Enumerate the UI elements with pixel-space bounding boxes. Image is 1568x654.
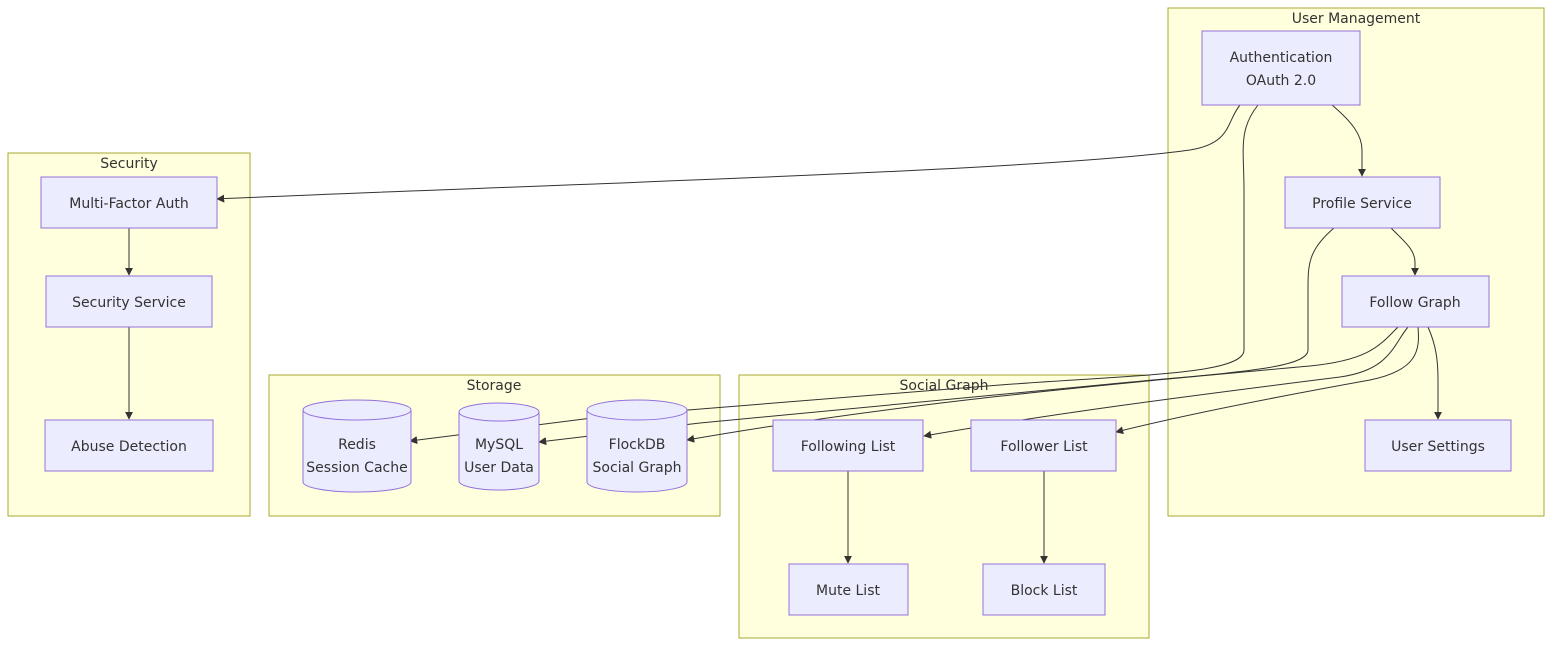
cluster-title-social-graph: Social Graph — [900, 378, 989, 394]
node-security-service-label: Security Service — [72, 295, 186, 311]
node-mute-list[interactable]: Mute List — [788, 563, 909, 616]
node-redis-line1: Redis — [338, 437, 376, 453]
node-follower-list[interactable]: Follower List — [970, 419, 1117, 472]
edge-follow-to-flockdb — [686, 326, 1399, 443]
node-flockdb-line1: FlockDB — [609, 437, 666, 453]
node-flockdb-line2: Social Graph — [593, 460, 682, 476]
node-multi-factor-auth[interactable]: Multi-Factor Auth — [40, 176, 218, 229]
node-profile-service-label: Profile Service — [1312, 196, 1412, 212]
node-authentication-line2: OAuth 2.0 — [1246, 73, 1316, 89]
node-authentication-line1: Authentication — [1230, 50, 1333, 66]
edge-profile-to-follow — [1390, 227, 1419, 276]
node-authentication[interactable]: Authentication OAuth 2.0 — [1201, 30, 1361, 106]
node-mute-list-label: Mute List — [816, 583, 880, 599]
node-mysql-line2: User Data — [464, 460, 534, 476]
node-following-list[interactable]: Following List — [772, 419, 924, 472]
node-follow-graph[interactable]: Follow Graph — [1341, 275, 1490, 328]
node-mysql-line1: MySQL — [475, 437, 523, 453]
edge-auth-to-mfa — [216, 104, 1241, 203]
node-following-list-label: Following List — [801, 439, 896, 455]
edges — [125, 104, 1442, 564]
node-user-settings[interactable]: User Settings — [1364, 419, 1512, 472]
node-abuse-detection[interactable]: Abuse Detection — [44, 419, 214, 472]
node-follow-graph-label: Follow Graph — [1369, 295, 1460, 311]
edge-follow-to-settings — [1427, 326, 1442, 420]
node-mysql-cylinder[interactable]: MySQL User Data — [458, 402, 540, 491]
cluster-title-storage: Storage — [467, 378, 522, 394]
node-flockdb-cylinder[interactable]: FlockDB Social Graph — [586, 399, 688, 493]
edge-follow-to-follower — [1115, 326, 1419, 435]
edge-auth-to-redis — [409, 104, 1259, 445]
node-abuse-detection-label: Abuse Detection — [71, 439, 187, 455]
node-security-service[interactable]: Security Service — [45, 275, 213, 328]
node-user-settings-label: User Settings — [1391, 439, 1485, 455]
node-follower-list-label: Follower List — [1000, 439, 1088, 455]
node-block-list-label: Block List — [1011, 583, 1078, 599]
node-redis-line2: Session Cache — [306, 460, 407, 476]
cluster-title-user-management: User Management — [1292, 11, 1421, 27]
edge-profile-to-mysql — [538, 227, 1335, 446]
edge-auth-to-profile — [1331, 104, 1366, 177]
node-profile-service[interactable]: Profile Service — [1284, 176, 1441, 229]
node-redis-cylinder[interactable]: Redis Session Cache — [302, 399, 412, 493]
node-multi-factor-auth-label: Multi-Factor Auth — [69, 196, 188, 212]
node-block-list[interactable]: Block List — [982, 563, 1106, 616]
cluster-title-security: Security — [100, 156, 158, 172]
